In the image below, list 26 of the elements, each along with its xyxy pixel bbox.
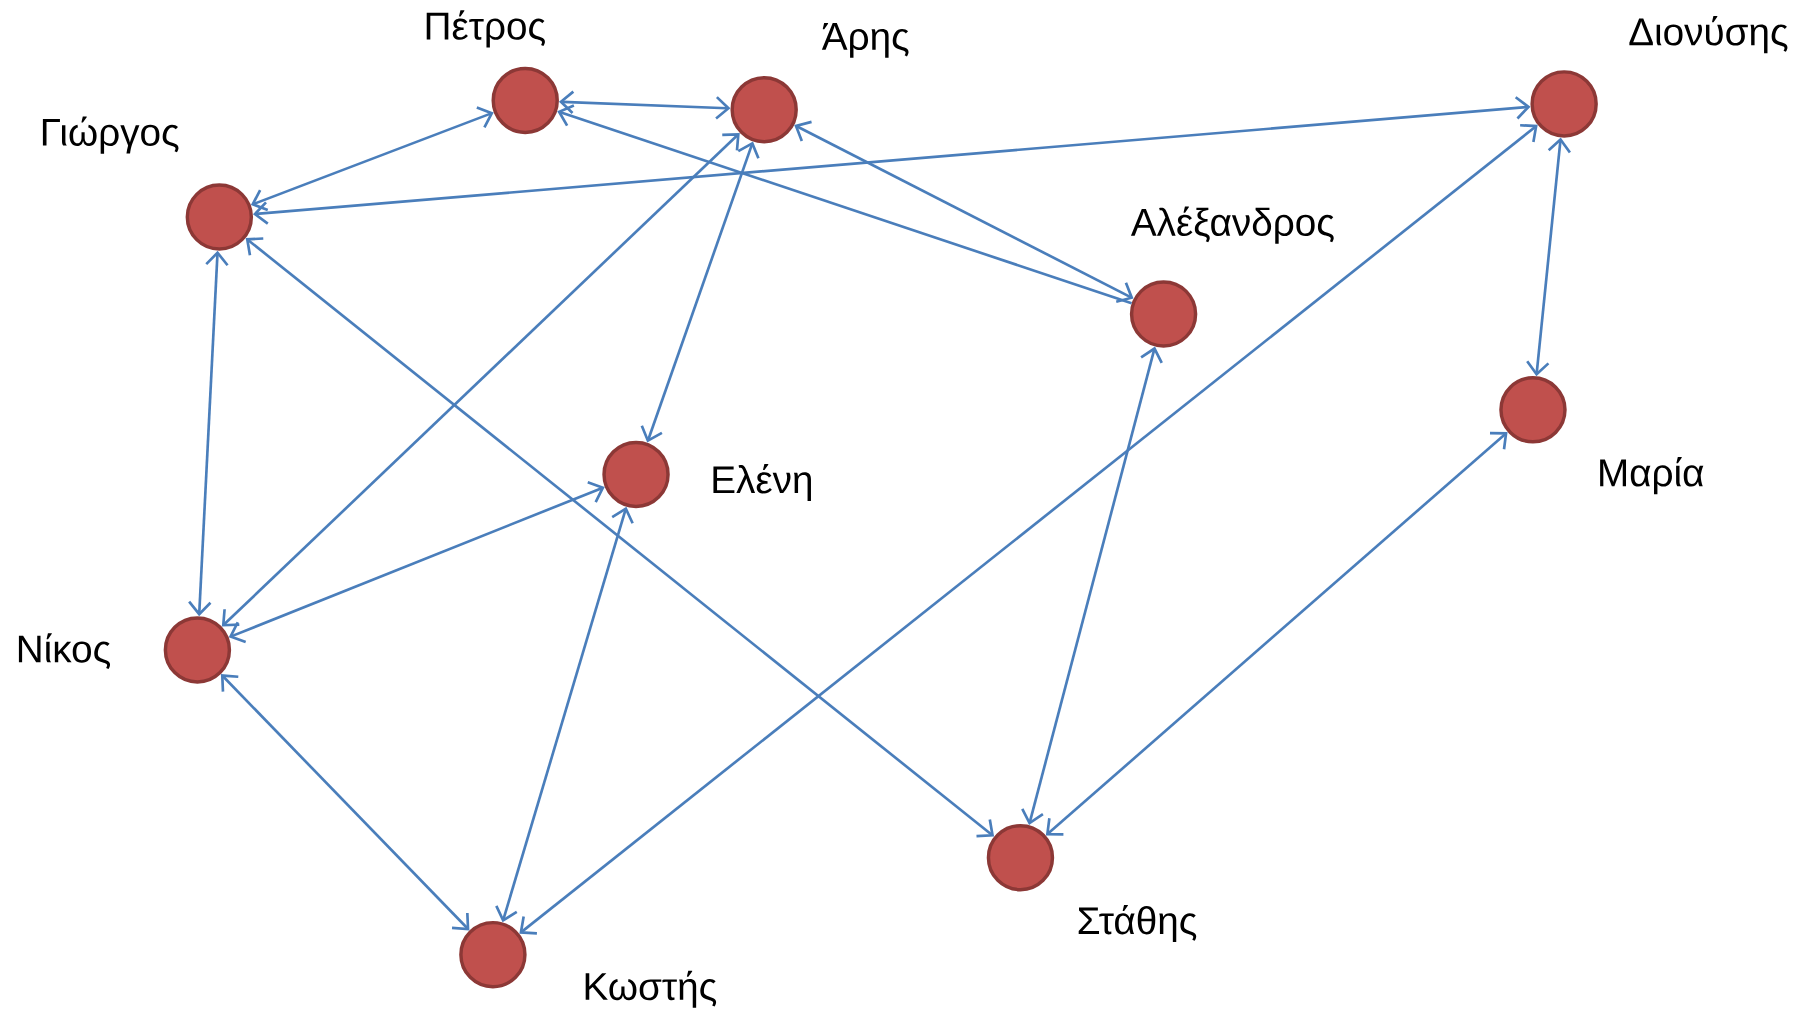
arrow <box>519 124 1538 935</box>
arrow <box>252 96 1531 225</box>
arrow <box>495 507 634 923</box>
node-label: Γιώργος <box>42 116 179 154</box>
arrow <box>245 237 995 838</box>
arrow <box>1526 137 1571 377</box>
node-label: Διονύσης <box>1629 16 1788 54</box>
node-label: Στάθης <box>1078 905 1197 943</box>
arrow <box>794 120 1134 304</box>
arrow <box>188 250 229 617</box>
arrow <box>221 133 740 627</box>
arrow <box>220 674 470 931</box>
arrow <box>1045 432 1508 836</box>
arrow <box>228 481 605 644</box>
node-label: Άρης <box>821 23 909 58</box>
arrow <box>557 104 1132 305</box>
arrow <box>1021 346 1163 826</box>
arrow <box>640 141 760 443</box>
arrow <box>558 90 731 120</box>
node-label: Αλέξανδρος <box>1130 206 1334 244</box>
node-label: Κωστής <box>585 970 717 1009</box>
node-label: Πέτρος <box>426 10 545 48</box>
node-label: Νίκος <box>18 633 111 670</box>
node-label: Μαρία <box>1600 457 1704 495</box>
arrow <box>250 106 494 212</box>
node-label: Ελένη <box>713 464 811 502</box>
